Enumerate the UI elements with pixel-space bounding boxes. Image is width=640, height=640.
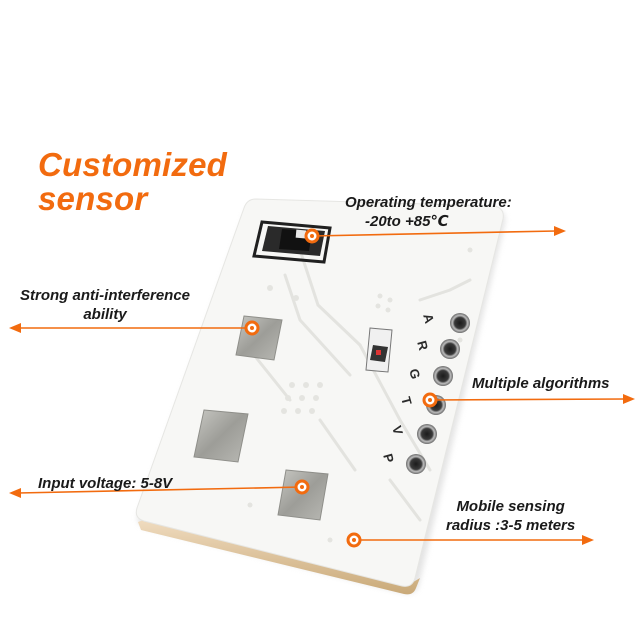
callout-temperature-title: Operating temperature: [345,194,512,211]
pcb-traces [248,248,472,522]
callout-voltage: Input voltage: 5-8V [38,474,172,493]
pin-label-a: A [420,312,437,326]
arrow-right-icon [554,226,566,236]
pin-label-t: T [398,395,415,407]
pin-hole [433,366,453,386]
callout-mobile-line-2: radius :3-5 meters [446,517,576,534]
callout-line-algorithms [429,398,626,401]
sensing-pad-bottom [277,469,329,521]
callout-algorithms-text: Multiple algorithms [472,375,610,392]
arrow-right-icon [582,535,594,545]
callout-temperature: Operating temperature: -20to +85℃ [345,193,512,231]
pin-hole [440,339,460,359]
pin-label-r: R [414,339,431,353]
callout-interference-line-2: ability [83,306,127,323]
sensing-pad-top [235,315,283,361]
ic-chip [365,327,393,373]
callout-line-temperature [311,230,557,237]
pin-label-p: P [380,452,397,465]
headline-line-2: sensor [38,180,148,217]
callout-mobile: Mobile sensing radius :3-5 meters [446,497,575,535]
callout-temperature-value: -20to +85℃ [365,213,449,230]
pin-hole [450,313,470,333]
arrow-right-icon [623,394,635,404]
arrow-left-icon [9,488,21,498]
callout-interference-line-1: Strong anti-interference [20,287,191,304]
via-dots [247,247,473,543]
board-edge [138,519,420,595]
sensor-board [135,198,504,587]
callout-voltage-text: Input voltage: 5-8V [38,475,173,492]
pin-label-g: G [406,367,423,381]
pin-label-v: V [389,424,406,437]
pin-hole [417,424,437,444]
callout-interference: Strong anti-interference ability [20,286,190,324]
callout-algorithms: Multiple algorithms [472,374,610,393]
headline-line-1: Customized [38,146,228,183]
headline: Customized sensor [38,148,227,216]
callout-line-voltage [17,486,303,494]
arrow-left-icon [9,323,21,333]
sensing-pads [193,315,329,521]
pin-hole [406,454,426,474]
callout-mobile-line-1: Mobile sensing [456,498,565,515]
sensing-pad-middle [193,409,249,463]
